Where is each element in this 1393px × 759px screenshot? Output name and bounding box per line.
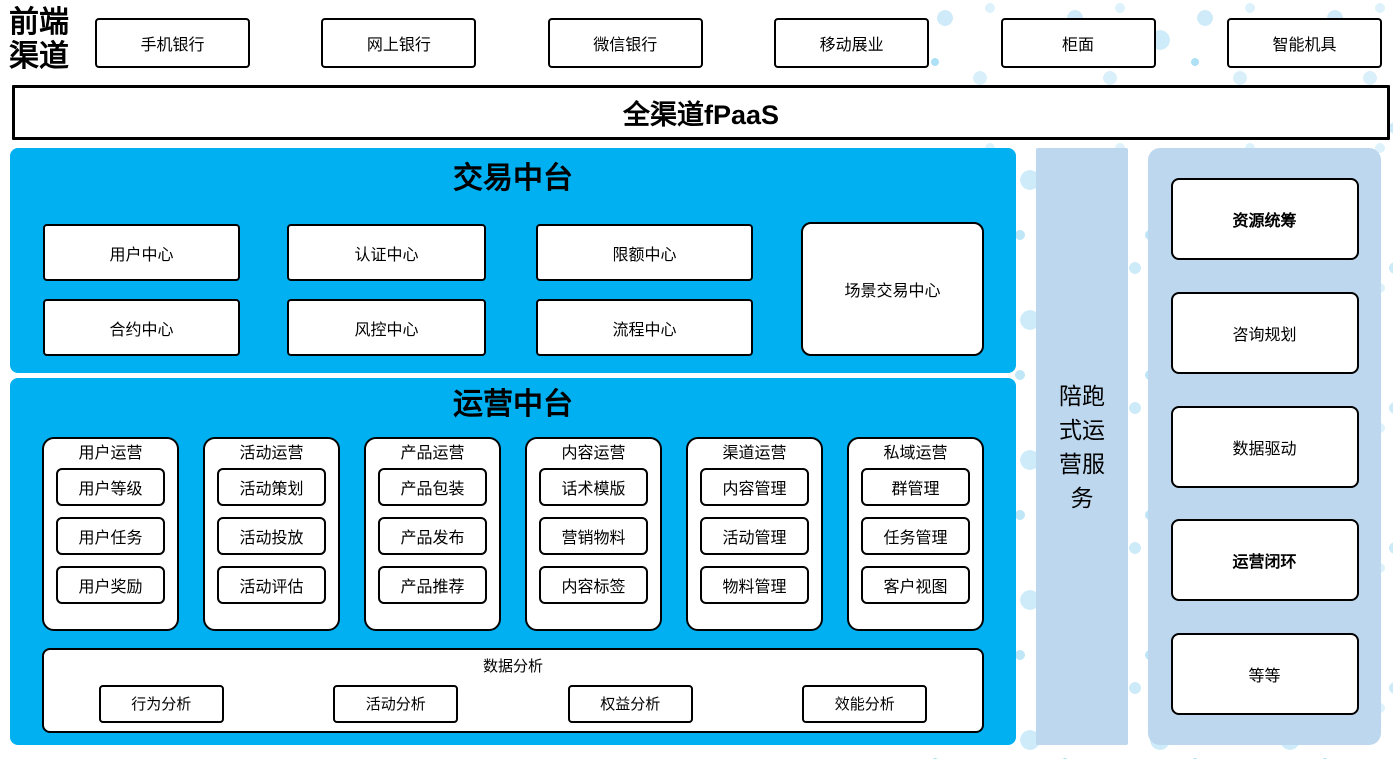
column-title: 活动运营 [239,445,304,462]
column-title: 内容运营 [561,445,626,462]
column-item: 活动管理 [700,517,809,555]
fpaas-bar: 全渠道fPaaS [12,85,1390,140]
channel-box-mobile-outreach: 移动展业 [774,18,930,68]
column-title: 私域运营 [883,445,948,462]
column-item: 营销物料 [539,517,648,555]
column-item: 物料管理 [700,566,809,604]
column-item: 产品包装 [378,468,487,506]
channel-box-counter: 柜面 [1000,18,1156,68]
column-title: 产品运营 [400,445,465,462]
column-title: 渠道运营 [722,445,787,462]
trade-box-process-center: 流程中心 [536,299,753,356]
operation-platform-panel: 运营中台 用户运营 用户等级 用户任务 用户奖励 活动运营 活动策划 活动投放 … [10,378,1016,745]
trade-box-contract-center: 合约中心 [43,299,240,356]
trade-box-auth-center: 认证中心 [287,224,486,281]
operation-platform-title: 运营中台 [453,388,573,421]
service-box-data-driven: 数据驱动 [1170,405,1359,488]
operation-column-private-domain: 私域运营 群管理 任务管理 客户视图 [847,437,984,631]
column-item: 群管理 [861,468,970,506]
column-item: 话术模版 [539,468,648,506]
column-item: 活动策划 [217,468,326,506]
trade-box-limit-center: 限额中心 [536,224,753,281]
channel-box-mobile-banking: 手机银行 [95,18,250,68]
column-item: 用户等级 [56,468,165,506]
service-box-etc: 等等 [1170,633,1359,715]
column-item: 产品发布 [378,517,487,555]
column-item: 用户奖励 [56,566,165,604]
column-item: 产品推荐 [378,566,487,604]
trade-platform-title: 交易中台 [453,162,573,195]
column-item: 内容管理 [700,468,809,506]
column-item: 活动投放 [217,517,326,555]
operation-column-user: 用户运营 用户等级 用户任务 用户奖励 [42,437,179,631]
trade-box-user-center: 用户中心 [43,224,240,281]
channel-box-smart-devices: 智能机具 [1226,18,1382,68]
service-box-consulting: 咨询规划 [1170,291,1359,374]
service-box-resource-planning: 资源统筹 [1170,178,1359,260]
column-item: 用户任务 [56,517,165,555]
operation-column-activity: 活动运营 活动策划 活动投放 活动评估 [203,437,340,631]
data-analysis-items: 行为分析 活动分析 权益分析 效能分析 [44,676,982,731]
analysis-box-behavior: 行为分析 [98,684,224,723]
operation-column-content: 内容运营 话术模版 营销物料 内容标签 [525,437,662,631]
trade-box-risk-center: 风控中心 [287,299,486,356]
column-item: 内容标签 [539,566,648,604]
channel-box-wechat-banking: 微信银行 [547,18,703,68]
operation-column-channel: 渠道运营 内容管理 活动管理 物料管理 [686,437,823,631]
companion-operation-service-label: 陪跑式运营服务 [1059,382,1105,511]
analysis-box-benefit: 权益分析 [567,684,693,723]
column-title: 用户运营 [78,445,143,462]
operation-columns: 用户运营 用户等级 用户任务 用户奖励 活动运营 活动策划 活动投放 活动评估 … [42,437,984,631]
data-analysis-title: 数据分析 [482,658,543,675]
operation-column-product: 产品运营 产品包装 产品发布 产品推荐 [364,437,501,631]
column-item: 任务管理 [861,517,970,555]
service-items-panel: 资源统筹 咨询规划 数据驱动 运营闭环 等等 [1148,148,1381,745]
trade-platform-panel: 交易中台 用户中心 认证中心 限额中心 合约中心 风控中心 流程中心 场景交易中… [10,148,1016,373]
analysis-box-efficiency: 效能分析 [802,684,928,723]
data-analysis-container: 数据分析 行为分析 活动分析 权益分析 效能分析 [42,648,984,733]
service-box-operation-loop: 运营闭环 [1170,519,1359,602]
analysis-box-activity: 活动分析 [333,684,459,723]
channel-row: 手机银行 网上银行 微信银行 移动展业 柜面 智能机具 [95,18,1382,68]
trade-box-scenario-trade-center: 场景交易中心 [801,222,984,356]
column-item: 活动评估 [217,566,326,604]
front-channel-label: 前端渠道 [9,6,69,73]
column-item: 客户视图 [861,566,970,604]
channel-box-online-banking: 网上银行 [321,18,477,68]
companion-operation-service-bar: 陪跑式运营服务 [1036,148,1128,745]
